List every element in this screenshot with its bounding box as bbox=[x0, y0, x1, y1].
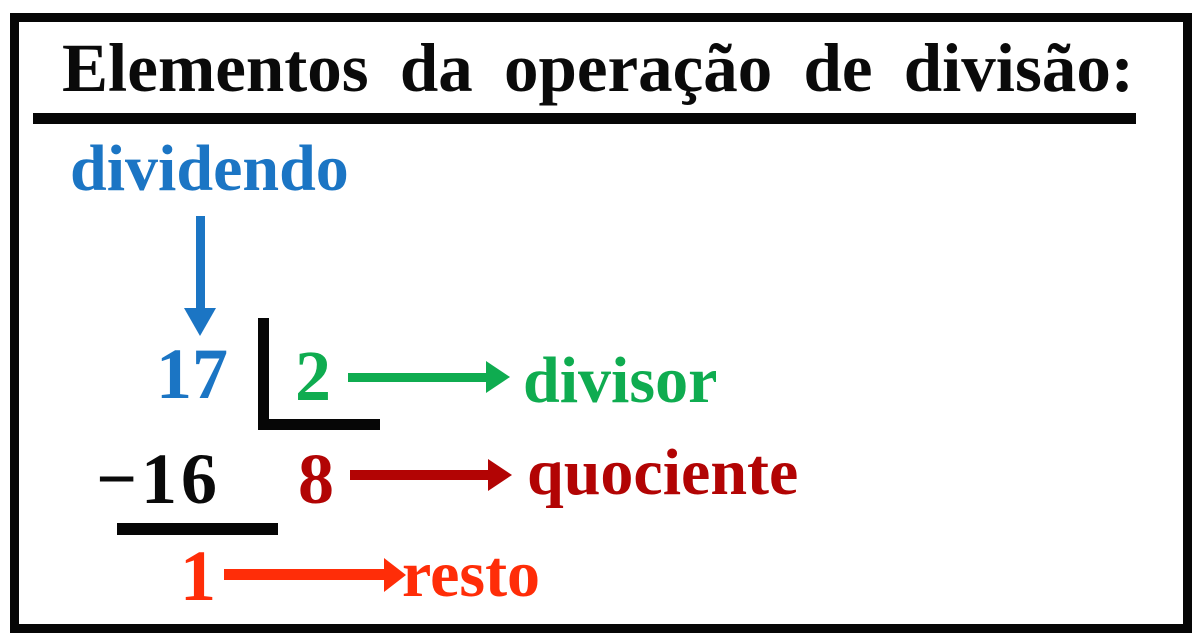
quotient-label: quociente bbox=[527, 436, 799, 509]
green-right-arrow-icon bbox=[348, 373, 486, 382]
subtraction-line bbox=[117, 523, 278, 535]
division-bracket-vertical bbox=[258, 318, 269, 430]
dividend-label: dividendo bbox=[70, 132, 349, 205]
blue-down-arrowhead-icon bbox=[184, 308, 216, 336]
remainder-label: resto bbox=[402, 538, 541, 611]
divisor-label: divisor bbox=[523, 344, 718, 417]
page-title: Elementos da operação de divisão: bbox=[62, 30, 1134, 106]
orange-right-arrowhead-icon bbox=[384, 558, 406, 592]
subtracted-value: −16 bbox=[96, 439, 222, 519]
dividend-value: 17 bbox=[156, 334, 228, 414]
title-underline bbox=[33, 113, 1136, 124]
remainder-value: 1 bbox=[180, 536, 216, 616]
divisor-value: 2 bbox=[295, 336, 331, 416]
division-bracket-horizontal bbox=[258, 419, 380, 430]
orange-right-arrow-icon bbox=[224, 569, 384, 580]
green-right-arrowhead-icon bbox=[486, 361, 510, 393]
darkred-right-arrowhead-icon bbox=[488, 459, 512, 491]
quotient-value: 8 bbox=[298, 439, 334, 519]
darkred-right-arrow-icon bbox=[350, 470, 488, 480]
outer-frame bbox=[10, 13, 1192, 633]
blue-down-arrow-icon bbox=[196, 216, 205, 312]
